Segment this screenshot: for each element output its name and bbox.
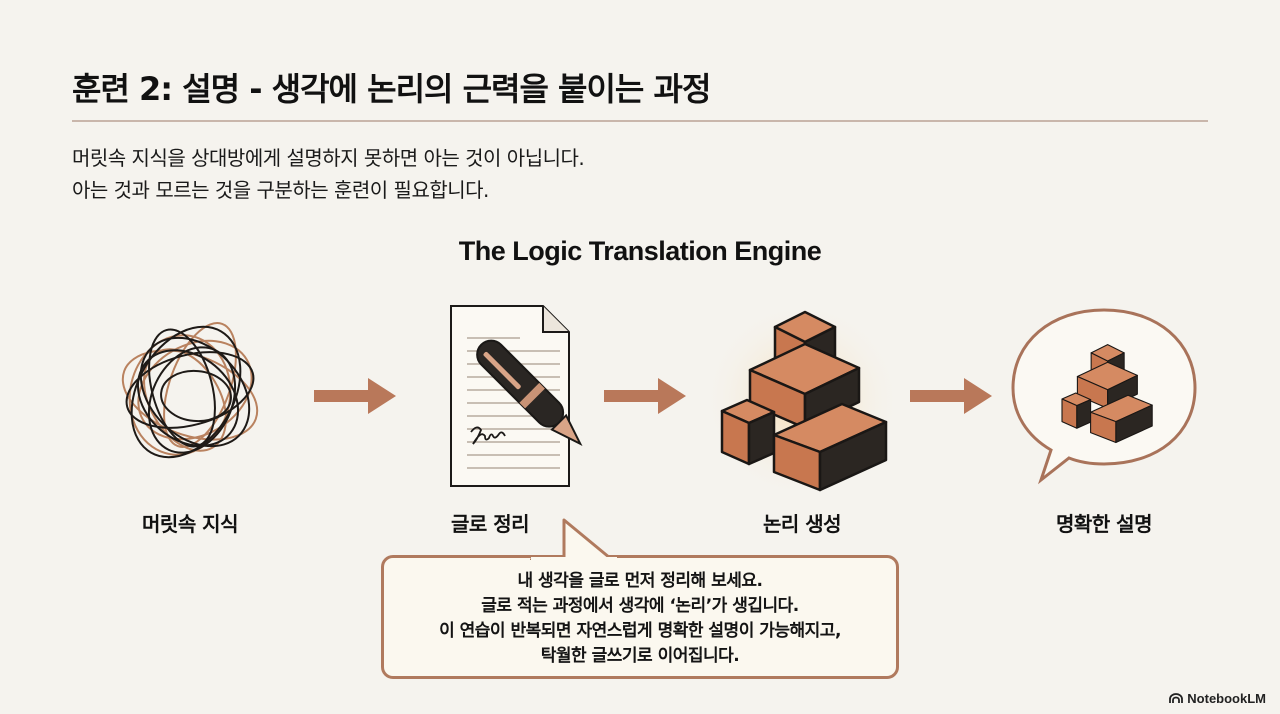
diagram-title: The Logic Translation Engine bbox=[458, 236, 822, 266]
right-arrow-icon bbox=[910, 378, 992, 414]
stage-label: 글로 정리 bbox=[450, 512, 530, 536]
intro-line: 머릿속 지식을 상대방에게 설명하지 못하면 아는 것이 아닙니다. bbox=[72, 146, 585, 170]
title-divider bbox=[72, 120, 1208, 122]
callout-line: 이 연습이 반복되면 자연스럽게 명확한 설명이 가능해지고, bbox=[439, 621, 841, 641]
notebooklm-watermark: NotebookLM bbox=[1169, 691, 1266, 706]
callout-box: 내 생각을 글로 먼저 정리해 보세요. 글로 적는 과정에서 생각에 ‘논리’… bbox=[381, 555, 899, 679]
brand-label: NotebookLM bbox=[1187, 691, 1266, 706]
intro-text: 머릿속 지식을 상대방에게 설명하지 못하면 아는 것이 아닙니다. 아는 것과… bbox=[72, 142, 585, 206]
speech-bubble-blocks-icon bbox=[1011, 308, 1197, 485]
callout-line: 탁월한 글쓰기로 이어집니다. bbox=[540, 646, 740, 666]
intro-line: 아는 것과 모르는 것을 구분하는 훈련이 필요합니다. bbox=[72, 178, 489, 202]
stage-logic-generation bbox=[682, 300, 922, 500]
stage-write-it-down bbox=[370, 300, 610, 490]
stacked-blocks-icon bbox=[702, 300, 902, 500]
callout-line: 글로 적는 과정에서 생각에 ‘논리’가 생깁니다. bbox=[481, 596, 799, 616]
page-title: 훈련 2: 설명 - 생각에 논리의 근력을 붙이는 과정 bbox=[72, 70, 711, 108]
stage-label: 머릿속 지식 bbox=[142, 512, 238, 536]
right-arrow-icon bbox=[314, 378, 396, 414]
stage-label: 논리 생성 bbox=[762, 512, 842, 536]
stage-tangled-knowledge bbox=[70, 300, 310, 490]
stage-label: 명확한 설명 bbox=[1056, 512, 1152, 536]
stage-clear-explanation bbox=[984, 300, 1224, 490]
callout-line: 내 생각을 글로 먼저 정리해 보세요. bbox=[517, 571, 763, 591]
tangled-scribble-icon bbox=[121, 322, 259, 459]
callout-pointer bbox=[530, 518, 617, 560]
notebooklm-logo-icon bbox=[1169, 693, 1184, 703]
right-arrow-icon bbox=[604, 378, 686, 414]
document-pen-icon bbox=[450, 305, 583, 487]
